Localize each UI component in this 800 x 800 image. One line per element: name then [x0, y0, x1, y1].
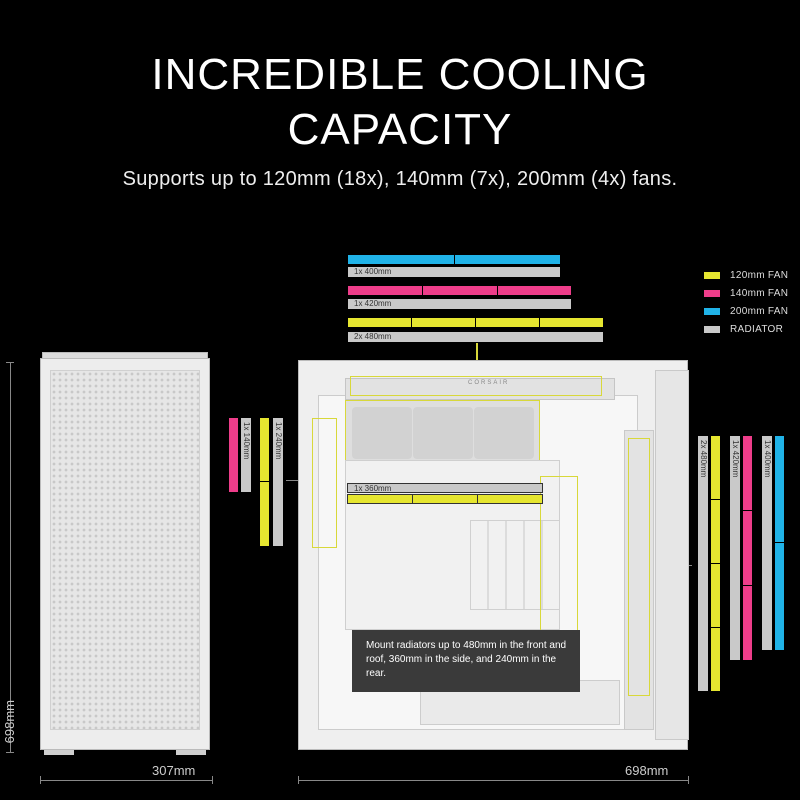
roof-480mm-radiator-label: 2x 480mm — [348, 332, 603, 342]
legend-swatch-yellow — [704, 271, 720, 279]
roof-400mm-radiator-label: 1x 400mm — [348, 267, 560, 277]
width-dimension-label: 307mm — [152, 763, 196, 778]
front-case-foot-left — [44, 750, 74, 755]
page-title-line-1: INCREDIBLE COOLING — [151, 50, 649, 99]
front-200mm-fans-bar — [775, 436, 784, 650]
rear-radiator-highlight — [312, 418, 337, 548]
front-420mm-radiator-label: 1x 420mm — [730, 436, 740, 660]
dimension-tick — [6, 362, 14, 363]
dimension-tick — [688, 776, 689, 784]
front-case-foot-right — [176, 750, 206, 755]
page-subtitle: Supports up to 120mm (18x), 140mm (7x), … — [122, 168, 678, 190]
case-brand-logo: CORSAIR — [468, 380, 510, 386]
width-dimension-line — [40, 780, 212, 781]
roof-200mm-fans-bar — [348, 255, 560, 264]
front-mesh-panel — [50, 370, 200, 730]
case-front-panel — [655, 370, 689, 740]
front-radiator-highlight — [628, 438, 650, 696]
front-480mm-radiator-label: 2x 480mm — [698, 436, 708, 691]
legend-item-140mm-fan: 140mm FAN — [704, 284, 788, 302]
dimension-tick — [40, 776, 41, 784]
rear-240mm-radiator-label: 1x 240mm — [273, 418, 283, 546]
legend-label: RADIATOR — [730, 323, 784, 335]
legend-item-120mm-fan: 120mm FAN — [704, 266, 788, 284]
roof-radiator-highlight — [350, 376, 602, 396]
legend-label: 140mm FAN — [730, 287, 789, 299]
gpu-bracket — [470, 520, 560, 610]
legend: 120mm FAN 140mm FAN 200mm FAN RADIATOR — [704, 266, 788, 338]
dimension-tick — [298, 776, 299, 784]
height-dimension-line — [10, 362, 11, 752]
legend-swatch-blue — [704, 307, 720, 315]
side-360mm-radiator-label: 1x 360mm — [347, 483, 543, 493]
roof-420mm-radiator-label: 1x 420mm — [348, 299, 571, 309]
radiator-callout: Mount radiators up to 480mm in the front… — [352, 630, 580, 692]
roof-radiator-area — [345, 378, 615, 400]
legend-swatch-gray — [704, 325, 720, 333]
legend-label: 200mm FAN — [730, 305, 789, 317]
legend-item-200mm-fan: 200mm FAN — [704, 302, 788, 320]
depth-dimension-line — [298, 780, 688, 781]
rear-140mm-radiator-label: 1x 140mm — [241, 418, 251, 492]
front-140mm-fans-bar — [743, 436, 752, 660]
front-400mm-radiator-label: 1x 400mm — [762, 436, 772, 650]
page-title-line-2: CAPACITY — [287, 105, 513, 154]
front-120mm-fans-bar — [711, 436, 720, 691]
dimension-tick — [6, 752, 14, 753]
dimension-tick — [212, 776, 213, 784]
height-dimension-label: 698mm — [2, 700, 17, 744]
legend-swatch-pink — [704, 289, 720, 297]
rear-140mm-fan-bar — [229, 418, 238, 492]
legend-item-radiator: RADIATOR — [704, 320, 788, 338]
roof-140mm-fans-bar — [348, 286, 571, 295]
rear-120mm-fans-bar — [260, 418, 269, 546]
top-fan-tray-highlight — [345, 400, 540, 464]
legend-label: 120mm FAN — [730, 269, 789, 281]
roof-120mm-fans-bar — [348, 318, 603, 327]
depth-dimension-label: 698mm — [625, 763, 669, 778]
side-120mm-fans-bar — [347, 494, 543, 504]
